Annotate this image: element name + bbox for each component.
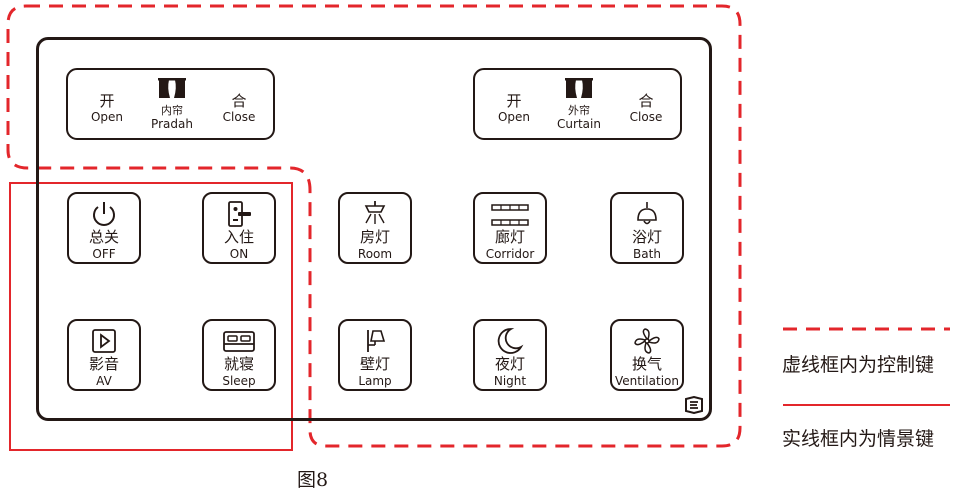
sleep-button[interactable]: 就寝 Sleep <box>202 319 276 391</box>
av-button[interactable]: 影音 AV <box>67 319 141 391</box>
bath-light-en: Bath <box>633 247 661 261</box>
bath-light-cn: 浴灯 <box>631 228 662 246</box>
play-icon <box>92 329 116 353</box>
all-off-button[interactable]: 总关 OFF <box>67 192 141 264</box>
curtain-icon <box>565 78 593 98</box>
legend-dashed-label: 虚线框内为控制键 <box>782 354 935 376</box>
check-in-button[interactable]: 入住 ON <box>202 192 276 264</box>
outer-curtain-close-cn: 合 <box>638 92 654 110</box>
all-off-en: OFF <box>92 247 116 261</box>
outer-curtain-open-en: Open <box>497 110 531 124</box>
outer-curtain-close-en: Close <box>629 110 663 124</box>
outer-curtain-open-cn: 开 <box>506 92 522 110</box>
inner-curtain-close[interactable]: 合 Close <box>209 92 269 125</box>
ceiling-lamp-icon <box>364 201 386 224</box>
legend-solid-label: 实线框内为情景键 <box>782 428 935 450</box>
wall-lamp-icon <box>367 330 386 352</box>
corridor-light-button[interactable]: 廊灯 Corridor <box>473 192 547 264</box>
wall-lamp-cn: 壁灯 <box>359 355 390 373</box>
inner-curtain-open-cn: 开 <box>99 92 115 110</box>
inner-curtain-open[interactable]: 开 Open <box>77 92 137 125</box>
switch-panel <box>36 37 712 421</box>
ventilation-button[interactable]: 换气 Ventilation <box>610 319 684 391</box>
inner-curtain-en: Pradah <box>151 117 193 131</box>
inner-curtain-label: 内帘 Pradah <box>142 78 202 132</box>
fan-icon <box>634 328 660 354</box>
inner-curtain-cn: 内帘 <box>161 104 183 117</box>
ventilation-en: Ventilation <box>615 374 679 388</box>
pendant-lamp-icon <box>637 202 657 225</box>
wall-lamp-button[interactable]: 壁灯 Lamp <box>338 319 412 391</box>
outer-curtain-cn: 外帘 <box>568 104 590 117</box>
inner-curtain-close-cn: 合 <box>231 92 247 110</box>
room-light-button[interactable]: 房灯 Room <box>338 192 412 264</box>
strip-light-icon <box>491 204 529 226</box>
night-light-en: Night <box>493 374 527 388</box>
power-icon <box>93 202 115 226</box>
outer-curtain-button[interactable]: 开 Open 外帘 Curtain 合 Close <box>473 68 682 140</box>
sleep-cn: 就寝 <box>223 355 254 373</box>
inner-curtain-button[interactable]: 开 Open 内帘 Pradah 合 Close <box>66 68 275 140</box>
card-slot-icon <box>228 201 251 227</box>
curtain-icon <box>158 78 186 98</box>
check-in-cn: 入住 <box>223 228 254 246</box>
figure-caption: 图8 <box>297 469 329 491</box>
av-en: AV <box>96 374 112 388</box>
ventilation-cn: 换气 <box>631 355 662 373</box>
corridor-light-en: Corridor <box>485 247 535 261</box>
inner-curtain-open-en: Open <box>90 110 124 124</box>
outer-curtain-open[interactable]: 开 Open <box>484 92 544 125</box>
night-light-cn: 夜灯 <box>494 355 525 373</box>
brand-logo-icon <box>685 396 703 414</box>
check-in-en: ON <box>229 247 249 261</box>
room-light-en: Room <box>357 247 393 261</box>
av-cn: 影音 <box>88 355 119 373</box>
moon-icon <box>497 328 524 354</box>
scene-key-solid-outline <box>9 182 293 451</box>
sleep-en: Sleep <box>222 374 256 388</box>
room-light-cn: 房灯 <box>359 228 390 246</box>
corridor-light-cn: 廊灯 <box>494 228 525 246</box>
outer-curtain-en: Curtain <box>557 117 601 131</box>
outer-curtain-close[interactable]: 合 Close <box>616 92 676 125</box>
all-off-cn: 总关 <box>88 228 119 246</box>
wall-lamp-en: Lamp <box>358 374 392 388</box>
night-light-button[interactable]: 夜灯 Night <box>473 319 547 391</box>
control-key-dashed-outline <box>6 4 742 448</box>
outer-curtain-label: 外帘 Curtain <box>549 78 609 132</box>
inner-curtain-close-en: Close <box>222 110 256 124</box>
bed-icon <box>223 331 255 352</box>
bath-light-button[interactable]: 浴灯 Bath <box>610 192 684 264</box>
